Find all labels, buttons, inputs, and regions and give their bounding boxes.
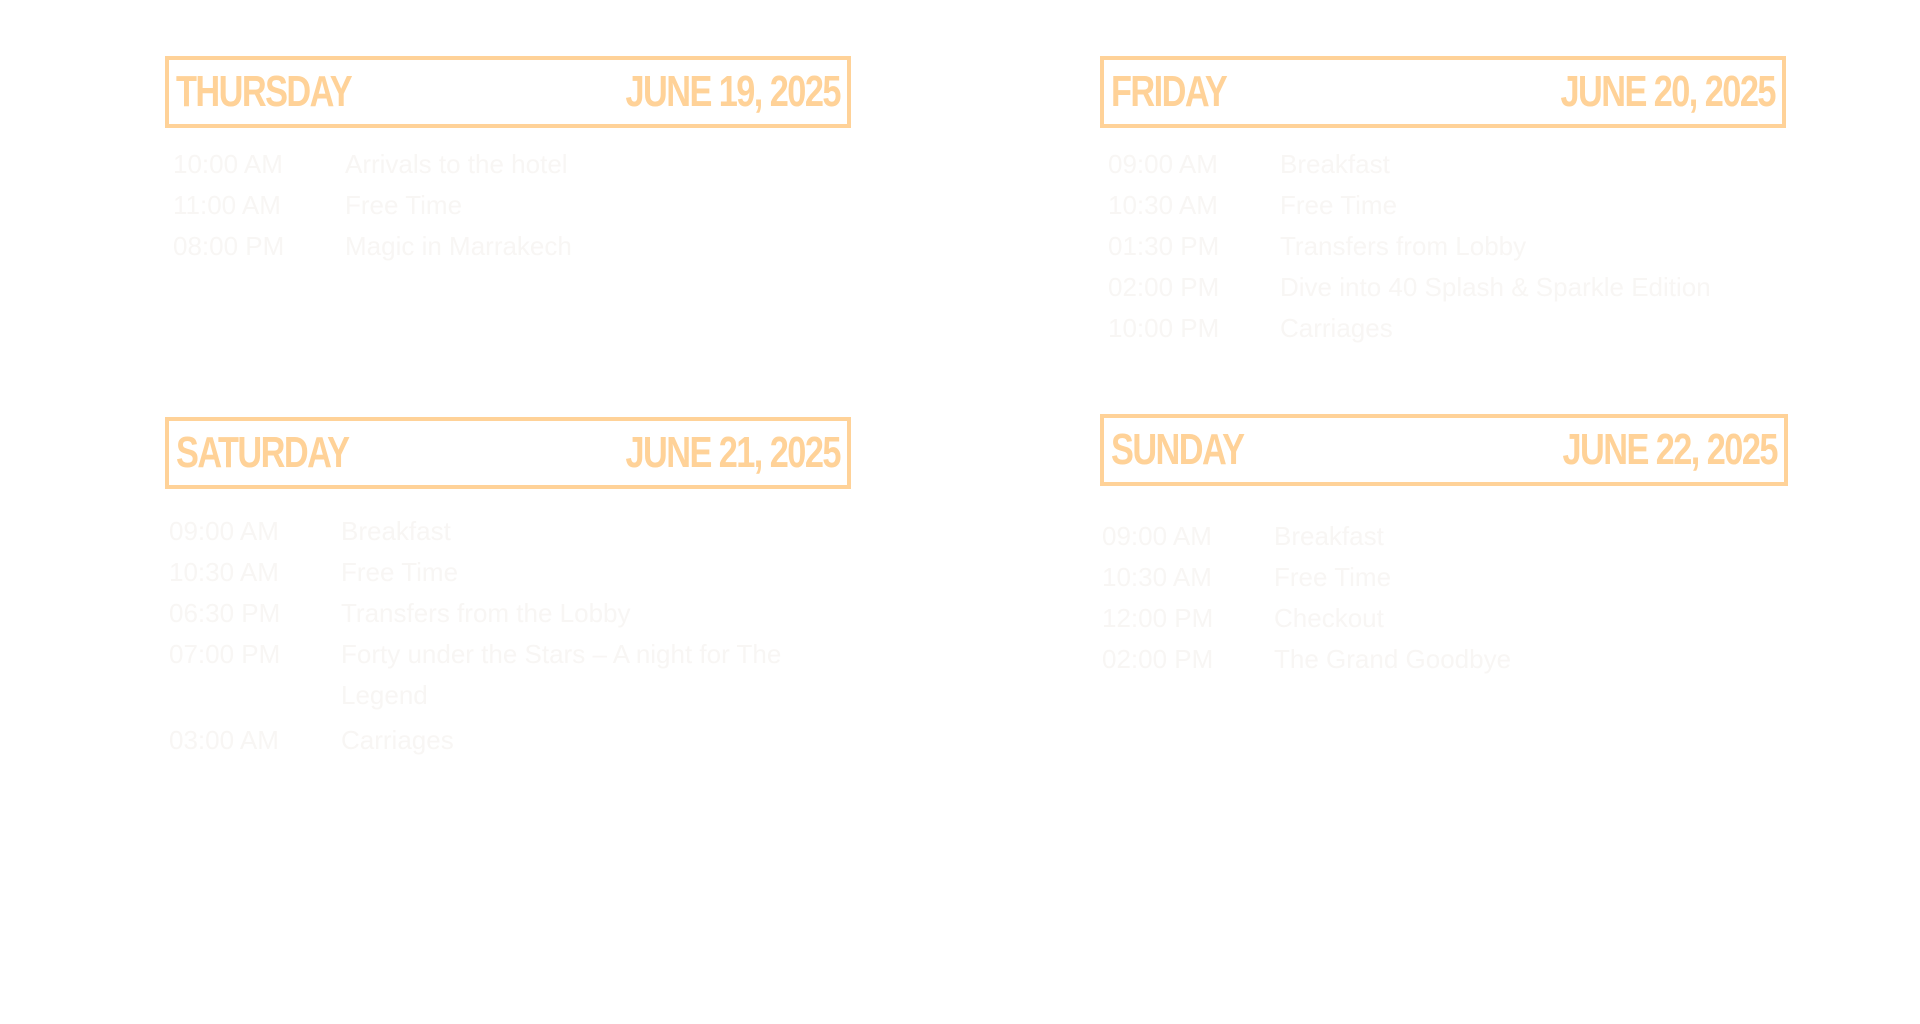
event-time: 09:00 AM (1102, 521, 1212, 551)
event-title: Dive into 40 Splash & Sparkle Edition (1280, 272, 1711, 302)
schedule-item: 09:00 AM Breakfast (169, 511, 851, 552)
event-time: 10:30 AM (169, 557, 279, 587)
day-name: THURSDAY (176, 67, 353, 116)
event-time: 09:00 AM (169, 516, 279, 546)
event-time: 10:00 AM (173, 149, 283, 179)
event-title: Breakfast (1274, 521, 1384, 551)
day-date: JUNE 21, 2025 (625, 428, 842, 477)
day-block-thursday: THURSDAY JUNE 19, 2025 10:00 AM Arrivals… (165, 56, 851, 267)
event-title: Arrivals to the hotel (345, 149, 568, 179)
event-time: 12:00 PM (1102, 603, 1214, 633)
day-header: FRIDAY JUNE 20, 2025 (1100, 56, 1786, 128)
day-header: SATURDAY JUNE 21, 2025 (165, 417, 851, 489)
day-date: JUNE 20, 2025 (1560, 67, 1777, 116)
event-time: 10:30 AM (1102, 562, 1212, 592)
schedule-item: 10:30 AM Free Time (169, 552, 851, 593)
event-time: 08:00 PM (173, 231, 285, 261)
day-block-saturday: SATURDAY JUNE 21, 2025 09:00 AM Breakfas… (165, 417, 851, 761)
event-time: 09:00 AM (1108, 149, 1218, 179)
day-header: THURSDAY JUNE 19, 2025 (165, 56, 851, 128)
event-time: 06:30 PM (169, 598, 281, 628)
day-name: FRIDAY (1111, 67, 1228, 116)
event-title: Breakfast (1280, 149, 1390, 179)
event-title: Carriages (1280, 313, 1393, 343)
schedule-item: 10:00 PM Carriages (1108, 308, 1786, 349)
event-time: 02:00 PM (1108, 272, 1220, 302)
schedule-item: 10:30 AM Free Time (1108, 185, 1786, 226)
day-block-friday: FRIDAY JUNE 20, 2025 09:00 AM Breakfast … (1100, 56, 1786, 349)
event-time: 11:00 AM (173, 190, 281, 220)
event-time: 10:00 PM (1108, 313, 1220, 343)
day-date: JUNE 22, 2025 (1562, 425, 1779, 474)
schedule-list: 09:00 AM Breakfast 10:30 AM Free Time 06… (165, 511, 851, 761)
day-header: SUNDAY JUNE 22, 2025 (1100, 414, 1788, 486)
schedule-item: 02:00 PM Dive into 40 Splash & Sparkle E… (1108, 267, 1786, 308)
event-title: The Grand Goodbye (1274, 644, 1512, 674)
event-title: Breakfast (341, 516, 451, 546)
schedule-list: 09:00 AM Breakfast 10:30 AM Free Time 12… (1100, 516, 1788, 680)
event-title: Transfers from Lobby (1280, 231, 1527, 261)
event-title: Free Time (345, 190, 463, 220)
schedule-list: 10:00 AM Arrivals to the hotel 11:00 AM … (165, 144, 851, 267)
schedule-item: 12:00 PM Checkout (1102, 598, 1788, 639)
event-title: Free Time (341, 557, 459, 587)
schedule-item: 08:00 PM Magic in Marrakech (173, 226, 851, 267)
event-title: Transfers from the Lobby (341, 598, 631, 628)
day-date: JUNE 19, 2025 (625, 67, 842, 116)
day-name: SATURDAY (176, 428, 350, 477)
schedule-item: 09:00 AM Breakfast (1108, 144, 1786, 185)
event-time: 10:30 AM (1108, 190, 1218, 220)
event-time: 07:00 PM (169, 639, 281, 669)
event-title: Forty under the Stars – A night for The … (341, 639, 782, 710)
schedule-item: 02:00 PM The Grand Goodbye (1102, 639, 1788, 680)
event-title: Carriages (341, 725, 454, 755)
schedule-item: 11:00 AM Free Time (173, 185, 851, 226)
event-title: Checkout (1274, 603, 1384, 633)
schedule-item: 03:00 AM Carriages (169, 720, 851, 761)
schedule-item: 09:00 AM Breakfast (1102, 516, 1788, 557)
event-time: 02:00 PM (1102, 644, 1214, 674)
schedule-item: 06:30 PM Transfers from the Lobby (169, 593, 851, 634)
event-time: 01:30 PM (1108, 231, 1220, 261)
schedule-item: 10:00 AM Arrivals to the hotel (173, 144, 851, 185)
event-time: 03:00 AM (169, 725, 279, 755)
event-title: Free Time (1280, 190, 1398, 220)
day-block-sunday: SUNDAY JUNE 22, 2025 09:00 AM Breakfast … (1100, 414, 1788, 680)
event-title: Free Time (1274, 562, 1392, 592)
schedule-list: 09:00 AM Breakfast 10:30 AM Free Time 01… (1100, 144, 1786, 349)
schedule-item: 01:30 PM Transfers from Lobby (1108, 226, 1786, 267)
day-name: SUNDAY (1111, 425, 1245, 474)
schedule-item: 07:00 PM Forty under the Stars – A night… (169, 634, 851, 716)
event-title: Magic in Marrakech (345, 231, 572, 261)
schedule-item: 10:30 AM Free Time (1102, 557, 1788, 598)
